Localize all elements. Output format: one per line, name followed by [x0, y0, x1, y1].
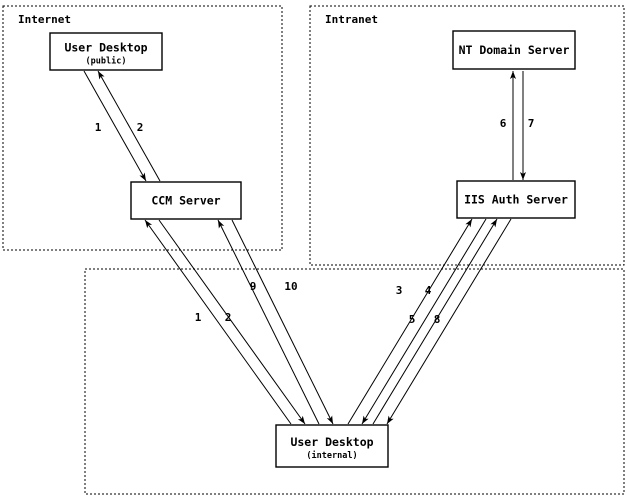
edge-9-user-desktop-internal-to-ccm-server: [217, 219, 320, 425]
edge-1-user-desktop-internal-to-ccm-server: [144, 219, 292, 425]
zone-internal: [84, 268, 625, 495]
zone-label-intranet: Intranet: [325, 13, 378, 26]
edge-1-user-desktop-public-to-ccm-server: [83, 70, 147, 182]
node-subtitle-user-desktop-internal: (internal): [306, 450, 357, 461]
edge-3-user-desktop-internal-to-iis-auth-server: [347, 218, 473, 425]
edge-label-edge-4: 4: [425, 284, 432, 297]
zone-internet: Internet: [2, 5, 283, 251]
node-box-user-desktop-public[interactable]: [49, 32, 163, 71]
node-box-ccm-server[interactable]: [130, 181, 242, 220]
node-title-user-desktop-public: User Desktop: [64, 41, 147, 55]
edge-label-edge-9: 9: [250, 280, 257, 293]
node-title-nt-domain-server: NT Domain Server: [459, 43, 570, 57]
edge-8-iis-auth-server-to-user-desktop-internal: [386, 218, 512, 425]
edge-label-edge-7: 7: [528, 117, 535, 130]
node-iis-auth-server[interactable]: IIS Auth Server: [456, 180, 576, 219]
node-ccm-server[interactable]: CCM Server: [130, 181, 242, 220]
zone-boundary-internet: [2, 5, 283, 251]
edge-4-iis-auth-server-to-user-desktop-internal: [361, 218, 487, 425]
edge-label-edge-2-public: 2: [137, 121, 144, 134]
zone-label-internet: Internet: [18, 13, 71, 26]
zone-boundary-intranet: [309, 5, 625, 266]
edge-label-edge-8: 8: [434, 313, 441, 326]
edge-label-edge-6: 6: [500, 117, 507, 130]
edge-label-edge-3: 3: [396, 284, 403, 297]
edge-label-edge-5: 5: [409, 313, 416, 326]
node-title-user-desktop-internal: User Desktop: [290, 435, 373, 449]
edge-label-edge-1-internal: 1: [195, 311, 202, 324]
edges-layer: [83, 70, 526, 425]
edge-5-user-desktop-internal-to-iis-auth-server: [372, 218, 498, 425]
edge-2-ccm-server-to-user-desktop-internal: [158, 219, 306, 425]
edge-labels-layer: 1 2 6 7 1 2 9 10 3 4 5 8: [95, 117, 535, 326]
edge-label-edge-2-internal: 2: [225, 311, 232, 324]
node-box-nt-domain-server[interactable]: [452, 30, 576, 70]
zone-intranet: Intranet: [309, 5, 625, 266]
edge-2-ccm-server-to-user-desktop-public: [97, 70, 161, 182]
node-title-ccm-server: CCM Server: [151, 194, 220, 208]
zones-layer: Internet Intranet: [2, 5, 625, 495]
node-nt-domain-server[interactable]: NT Domain Server: [452, 30, 576, 70]
node-box-iis-auth-server[interactable]: [456, 180, 576, 219]
node-user-desktop-internal[interactable]: User Desktop(internal): [275, 424, 389, 468]
node-subtitle-user-desktop-public: (public): [86, 56, 127, 67]
zone-boundary-internal: [84, 268, 625, 495]
edge-label-edge-1-public: 1: [95, 121, 102, 134]
edge-label-edge-10: 10: [284, 280, 297, 293]
node-box-user-desktop-internal[interactable]: [275, 424, 389, 468]
node-user-desktop-public[interactable]: User Desktop(public): [49, 32, 163, 71]
edge-10-ccm-server-to-user-desktop-internal: [231, 219, 334, 425]
node-title-iis-auth-server: IIS Auth Server: [464, 193, 568, 207]
